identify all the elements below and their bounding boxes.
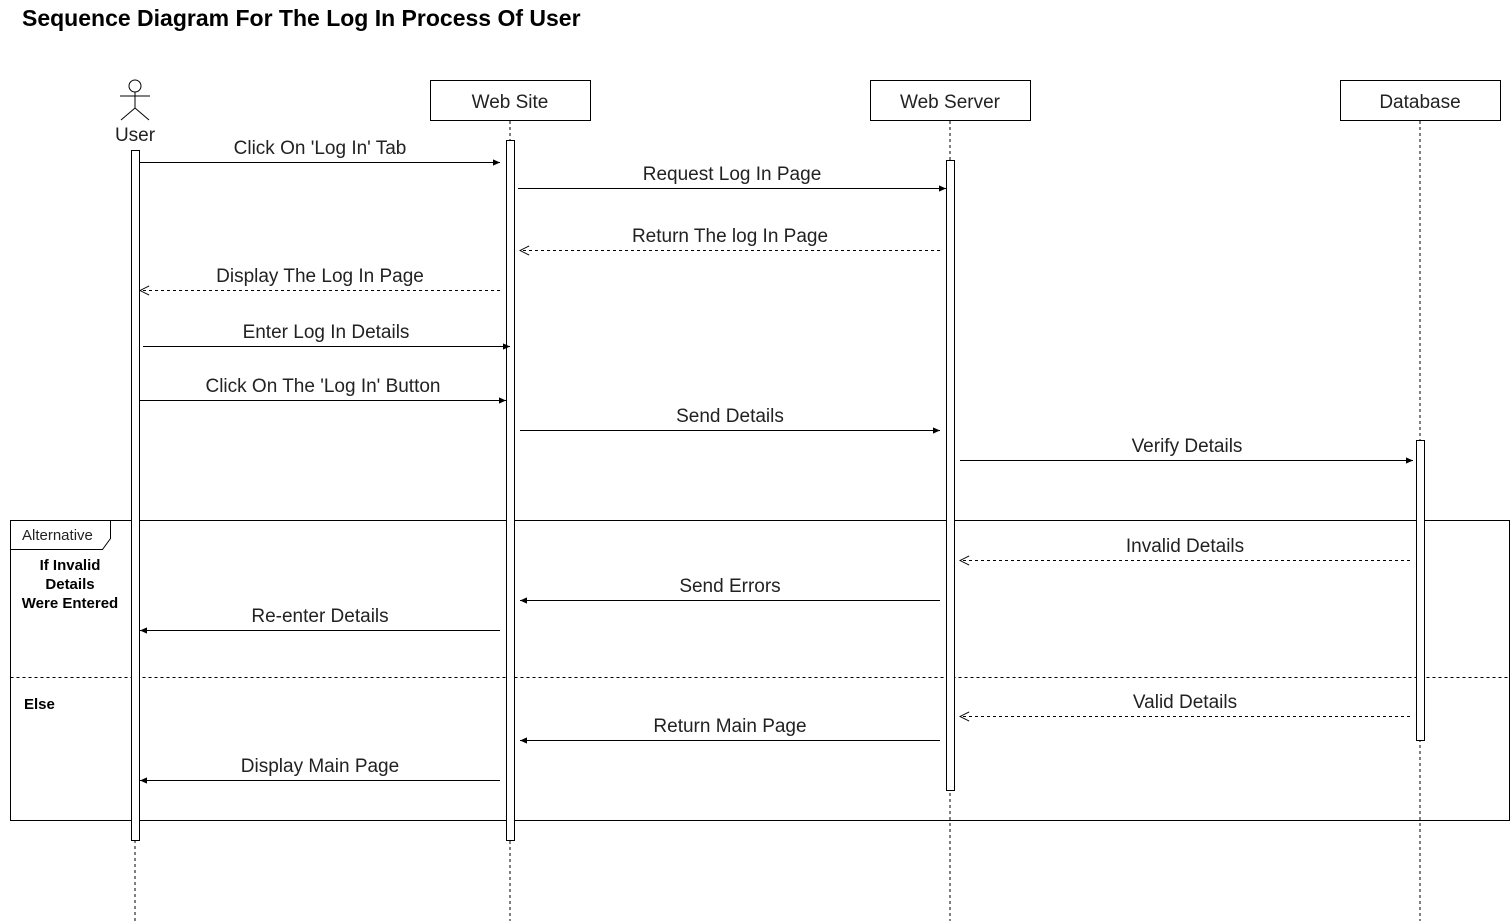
participant-label-user: User	[115, 125, 156, 146]
alt-condition-line-2: Details	[45, 576, 94, 593]
participant-database: Database	[1340, 80, 1501, 121]
message-label-1: Click On 'Log In' Tab	[234, 138, 407, 159]
message-label-9: Invalid Details	[1126, 536, 1244, 557]
participant-box-database	[1340, 80, 1501, 121]
alt-condition-line-3: Were Entered	[22, 595, 118, 612]
participant-label-web-server: Web Server	[900, 92, 1001, 113]
message-label-3: Return The log In Page	[632, 226, 828, 247]
alt-fragment-frame	[10, 520, 1510, 821]
message-label-12: Valid Details	[1133, 692, 1237, 713]
activation-database	[1416, 440, 1425, 741]
message-label-14: Display Main Page	[241, 756, 399, 777]
participant-label-web-site: Web Site	[472, 92, 549, 113]
message-label-6: Click On The 'Log In' Button	[205, 376, 440, 397]
message-label-8: Verify Details	[1132, 436, 1243, 457]
alt-condition-line-1: If Invalid	[40, 557, 101, 574]
participant-box-web-server	[870, 80, 1031, 121]
message-label-11: Re-enter Details	[251, 606, 388, 627]
diagram-title: Sequence Diagram For The Log In Process …	[22, 5, 581, 31]
else-condition: Else	[24, 696, 55, 713]
message-label-4: Display The Log In Page	[216, 266, 424, 287]
activation-bars	[131, 140, 1425, 841]
activation-web-server	[946, 160, 955, 791]
alt-fragment-tag	[10, 520, 111, 550]
activation-user	[131, 150, 140, 841]
message-label-13: Return Main Page	[653, 716, 806, 737]
message-label-2: Request Log In Page	[643, 164, 822, 185]
messages: Click On 'Log In' Tab Request Log In Pag…	[140, 138, 1413, 784]
participant-web-site: Web Site	[430, 80, 591, 121]
activation-web-site	[506, 140, 515, 841]
participant-web-server: Web Server	[870, 80, 1031, 121]
participant-label-database: Database	[1379, 92, 1460, 113]
message-label-7: Send Details	[676, 406, 784, 427]
alt-fragment-label: Alternative	[22, 527, 93, 544]
message-label-5: Enter Log In Details	[243, 322, 410, 343]
participant-box-web-site	[430, 80, 591, 121]
alt-fragment: Alternative If Invalid Details Were Ente…	[10, 520, 1510, 821]
participant-user: User	[115, 79, 156, 146]
message-label-10: Send Errors	[679, 576, 780, 597]
actor-stick-figure-icon	[120, 79, 150, 121]
